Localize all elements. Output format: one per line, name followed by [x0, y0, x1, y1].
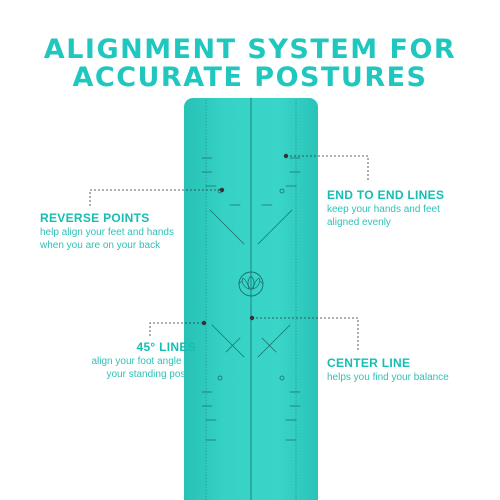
callout-description-line-1: helps you find your balance: [327, 372, 449, 383]
diag-upper-right: [257, 209, 293, 245]
reverse-point-lower-right: [279, 375, 285, 381]
page-title-line-2: ACCURATE POSTURES: [72, 62, 428, 93]
callout-reverse-points: REVERSE POINTS help align your feet and …: [40, 211, 190, 252]
callout-description-line-2: when you are on your back: [40, 240, 161, 251]
callout-45-lines: 45° LINES align your foot angle for your…: [86, 340, 196, 381]
leader-dot-center-line: [249, 315, 255, 321]
callout-description-line-1: keep your hands and feet: [327, 204, 440, 215]
leader-center-line: [252, 317, 359, 350]
diag-lower-right-2: [261, 337, 277, 353]
callout-center-line: CENTER LINE helps you find your balance: [327, 356, 497, 384]
callout-heading: CENTER LINE: [327, 356, 411, 370]
callout-description-line-2: aligned evenly: [327, 217, 391, 228]
page-title-line-1: ALIGNMENT SYSTEM FOR: [43, 34, 457, 65]
leader-dot-reverse-points: [219, 187, 225, 193]
callout-heading: 45° LINES: [136, 340, 196, 354]
diag-lower-left: [211, 324, 245, 358]
leader-end-to-end: [286, 155, 369, 182]
callout-description-line-1: align your foot angle for: [91, 356, 196, 367]
reverse-point-upper-right: [279, 188, 285, 194]
callout-description-line-2: your standing poses: [106, 369, 196, 380]
lotus-logo-icon: [238, 271, 264, 297]
diag-upper-left: [209, 209, 245, 245]
diag-lower-left-2: [225, 337, 241, 353]
callout-heading: REVERSE POINTS: [40, 211, 150, 225]
leader-reverse-points: [89, 189, 222, 206]
reverse-point-lower-left: [217, 375, 223, 381]
leader-dot-45-lines: [201, 320, 207, 326]
diag-lower-right: [257, 324, 291, 358]
leader-dot-end-to-end: [283, 153, 289, 159]
callout-description-line-1: help align your feet and hands: [40, 227, 174, 238]
callout-heading: END TO END LINES: [327, 188, 445, 202]
leader-45-lines: [149, 322, 204, 336]
callout-end-to-end-lines: END TO END LINES keep your hands and fee…: [327, 188, 497, 229]
